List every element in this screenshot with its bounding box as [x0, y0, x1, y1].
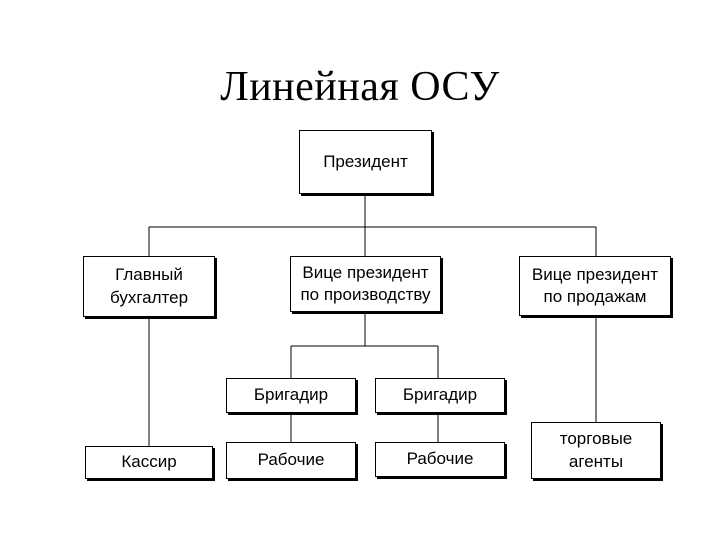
node-sales-agents: торговые агенты: [531, 422, 661, 479]
node-chief-accountant: Главный бухгалтер: [83, 256, 215, 317]
diagram-title: Линейная ОСУ: [220, 64, 500, 110]
node-cashier: Кассир: [85, 446, 213, 479]
node-workers-2: Рабочие: [375, 442, 505, 477]
node-workers-1: Рабочие: [226, 442, 356, 479]
node-vp-production: Вице президент по производству: [290, 256, 441, 312]
node-vp-sales: Вице президент по продажам: [519, 256, 671, 316]
node-president: Президент: [299, 130, 432, 194]
node-foreman-1: Бригадир: [226, 378, 356, 413]
node-foreman-2: Бригадир: [375, 378, 505, 413]
